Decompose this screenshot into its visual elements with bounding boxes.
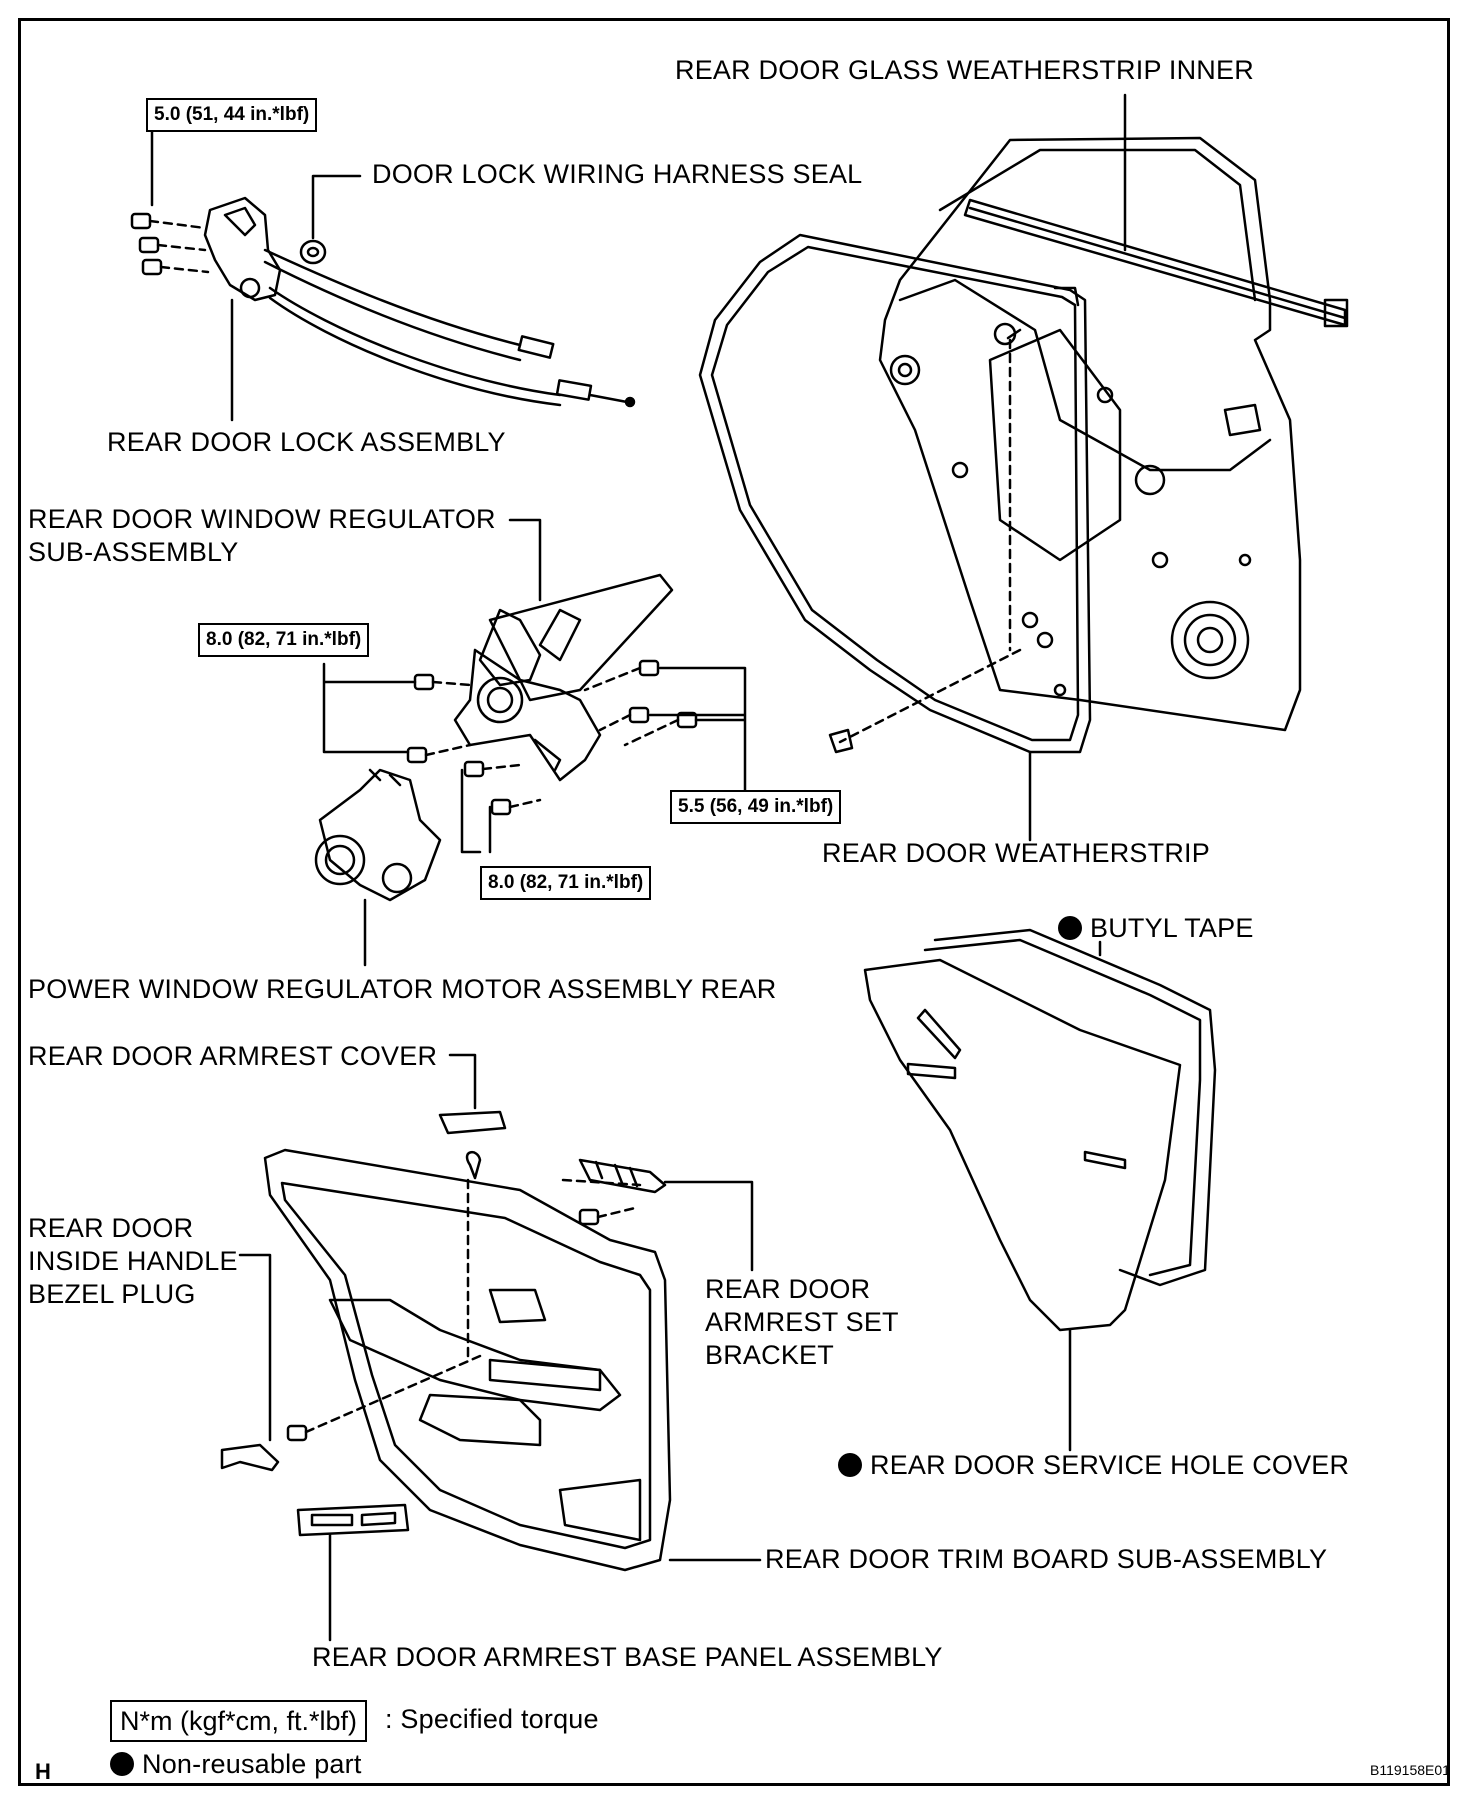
label-base-panel: REAR DOOR ARMREST BASE PANEL ASSEMBLY bbox=[312, 1642, 943, 1672]
label-regulator-line1: REAR DOOR WINDOW REGULATOR bbox=[28, 504, 496, 534]
lock-bolts bbox=[130, 108, 210, 276]
non-reusable-dot-icon bbox=[1058, 916, 1082, 940]
legend-torque-unit: N*m (kgf*cm, ft.*lbf) bbox=[110, 1700, 368, 1742]
window-regulator bbox=[453, 518, 674, 782]
door-inner-panel bbox=[878, 136, 1302, 732]
label-bezel-line3: BEZEL PLUG bbox=[28, 1279, 196, 1309]
door-lock-assembly bbox=[203, 196, 636, 408]
legend-nonreusable: Non-reusable part bbox=[110, 1748, 362, 1781]
label-regulator-line2: SUB-ASSEMBLY bbox=[28, 537, 239, 567]
label-service-hole-cover: REAR DOOR SERVICE HOLE COVER bbox=[838, 1449, 1349, 1482]
label-bracket-line1: REAR DOOR bbox=[705, 1274, 871, 1304]
regulator-motor bbox=[314, 768, 442, 967]
label-glass-weatherstrip: REAR DOOR GLASS WEATHERSTRIP INNER bbox=[675, 55, 1254, 85]
service-hole-cover-text: REAR DOOR SERVICE HOLE COVER bbox=[870, 1450, 1350, 1480]
label-bezel-line2: INSIDE HANDLE bbox=[28, 1246, 238, 1276]
bezel-plug-part bbox=[220, 1253, 482, 1472]
butyl-tape-text: BUTYL TAPE bbox=[1090, 913, 1254, 943]
label-trim-board: REAR DOOR TRIM BOARD SUB-ASSEMBLY bbox=[765, 1544, 1328, 1574]
non-reusable-dot-icon bbox=[838, 1453, 862, 1477]
label-butyl-tape: BUTYL TAPE bbox=[1058, 912, 1254, 945]
trim-board bbox=[263, 1148, 762, 1572]
corner-letter: H bbox=[35, 1759, 52, 1784]
label-lock-assembly: REAR DOOR LOCK ASSEMBLY bbox=[107, 427, 506, 457]
base-panel-part bbox=[296, 1503, 410, 1642]
non-reusable-dot-icon bbox=[110, 1752, 134, 1776]
door-weatherstrip bbox=[698, 233, 1092, 842]
torque-lock: 5.0 (51, 44 in.*lbf) bbox=[146, 98, 318, 132]
regulator-bolts bbox=[322, 659, 747, 854]
glass-weatherstrip bbox=[963, 93, 1349, 328]
armrest-cover-part bbox=[438, 1053, 507, 1362]
legend-nonreusable-text: Non-reusable part bbox=[142, 1749, 362, 1779]
torque-regulator-lower: 8.0 (82, 71 in.*lbf) bbox=[480, 866, 652, 900]
label-armrest-cover: REAR DOOR ARMREST COVER bbox=[28, 1041, 438, 1071]
torque-regulator-right: 5.5 (56, 49 in.*lbf) bbox=[670, 790, 842, 824]
legend-torque-text: : Specified torque bbox=[385, 1704, 599, 1734]
label-weatherstrip: REAR DOOR WEATHERSTRIP bbox=[822, 838, 1210, 868]
service-hole-cover bbox=[863, 928, 1217, 1452]
label-bracket-line3: BRACKET bbox=[705, 1340, 834, 1370]
label-bracket-line2: ARMREST SET bbox=[705, 1307, 899, 1337]
armrest-bracket-part bbox=[561, 1158, 754, 1272]
label-harness-seal: DOOR LOCK WIRING HARNESS SEAL bbox=[372, 159, 863, 189]
figure-code: B119158E01 bbox=[1370, 1762, 1450, 1778]
label-bezel-line1: REAR DOOR bbox=[28, 1213, 194, 1243]
diagram-border bbox=[18, 18, 1450, 1786]
label-motor: POWER WINDOW REGULATOR MOTOR ASSEMBLY RE… bbox=[28, 974, 777, 1004]
torque-regulator-upper: 8.0 (82, 71 in.*lbf) bbox=[198, 623, 370, 657]
harness-seal bbox=[299, 174, 362, 265]
